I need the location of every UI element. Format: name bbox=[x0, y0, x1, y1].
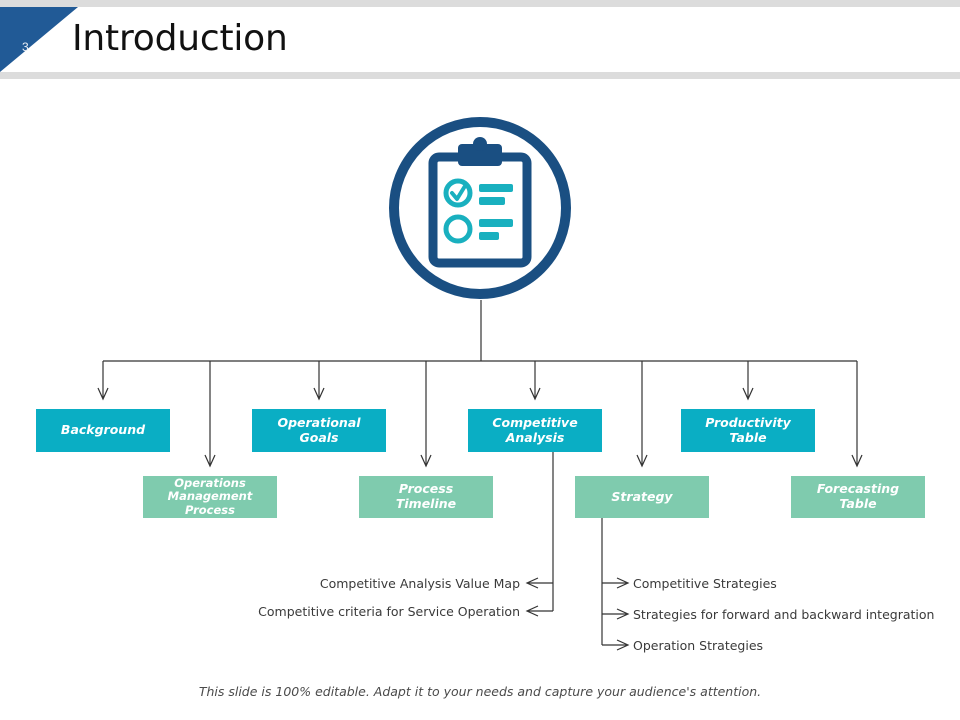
clipboard-checklist-icon bbox=[385, 113, 575, 303]
node-strategy[interactable]: Strategy bbox=[575, 476, 709, 518]
slide-number: 3 bbox=[22, 40, 29, 54]
leaf-competitive-criteria-for-service-operation-label: Competitive criteria for Service Operati… bbox=[258, 604, 520, 619]
header-bottom-rule bbox=[0, 72, 960, 79]
leaf-competitive-analysis-value-map: Competitive Analysis Value Map bbox=[180, 576, 520, 591]
leaf-operation-strategies: Operation Strategies bbox=[633, 638, 763, 653]
leaf-operation-strategies-label: Operation Strategies bbox=[633, 638, 764, 653]
node-background-label: Background bbox=[60, 422, 146, 438]
leaf-competitive-strategies: Competitive Strategies bbox=[633, 576, 777, 591]
footer-note: This slide is 100% editable. Adapt it to… bbox=[198, 684, 762, 699]
leaf-competitive-criteria-for-service-operation: Competitive criteria for Service Operati… bbox=[180, 604, 520, 619]
leaf-competitive-strategies-label: Competitive Strategies bbox=[633, 576, 777, 591]
header-top-rule bbox=[0, 0, 960, 7]
header-corner-triangle bbox=[0, 7, 78, 72]
header-band bbox=[0, 7, 960, 72]
leaf-competitive-analysis-value-map-label: Competitive Analysis Value Map bbox=[319, 576, 520, 591]
leaf-strategies-for-forward-and-backward-integration-label: Strategies for forward and backward inte… bbox=[633, 607, 935, 622]
leaf-strategies-for-forward-and-backward-integration: Strategies for forward and backward inte… bbox=[633, 607, 934, 622]
page-title: Introduction bbox=[72, 18, 288, 59]
node-background[interactable]: Background bbox=[36, 409, 170, 452]
node-strategy-label: Strategy bbox=[611, 488, 673, 504]
